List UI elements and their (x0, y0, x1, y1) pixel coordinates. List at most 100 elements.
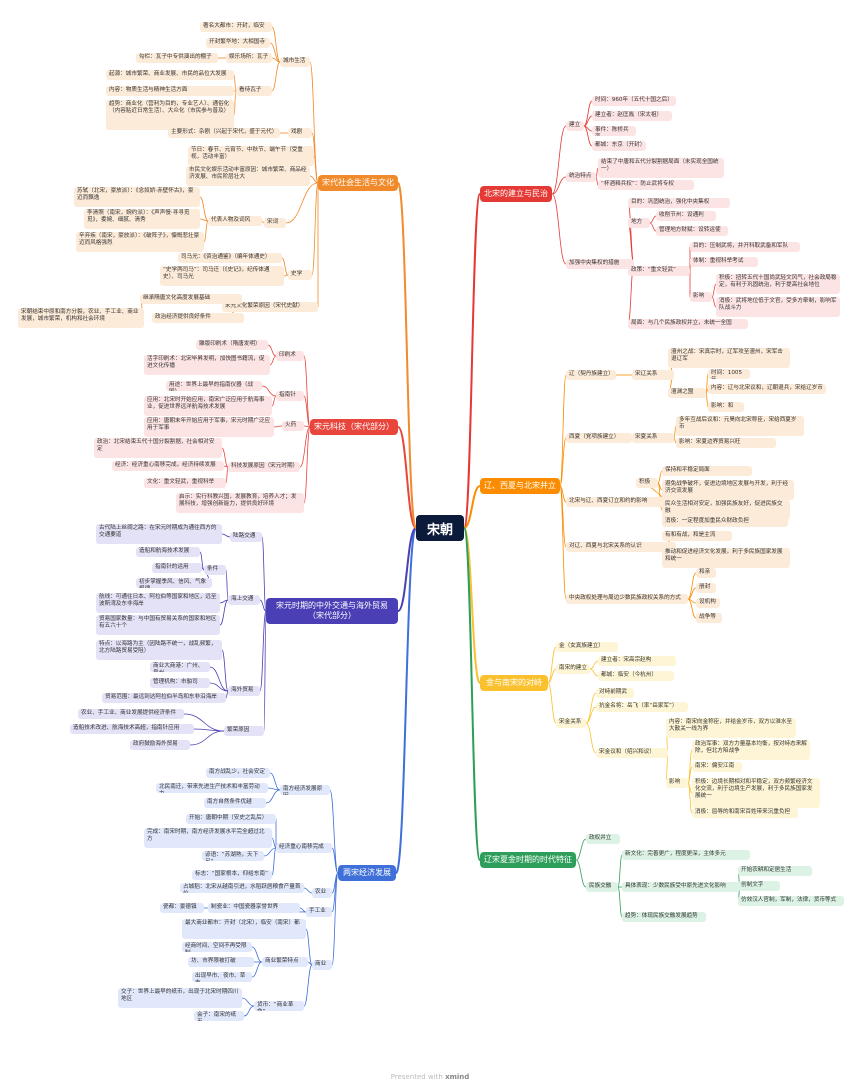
subtopic-b2-2[interactable]: 澶州之战：宋真宗时，辽军攻至澶州，宋军击退辽军 (668, 348, 790, 368)
subtopic-b1-11[interactable]: 收削节州：设通判 (656, 211, 716, 221)
subtopic-b1-16[interactable]: 影响 (690, 292, 712, 302)
subtopic-b8-14[interactable]: 宋词 (264, 218, 286, 228)
subtopic-b5-20[interactable]: 货币：“商业革命” (254, 1001, 304, 1011)
subtopic-b4-2[interactable]: 新文化：完善更广，程度更深，主体多元 (622, 850, 750, 860)
subtopic-b8-10[interactable]: 主要形式：杂剧（兴起于宋代，盛于元代） (168, 128, 280, 138)
subtopic-b1-6[interactable]: 结束了中唐和五代分裂割据局面（未实现全国统一） (598, 158, 724, 178)
subtopic-b6-11[interactable]: 商业大商港：广州、泉州 (150, 662, 210, 672)
subtopic-b3-13[interactable]: 消极：屈辱的和南宋百姓带来沉重负担 (692, 808, 798, 818)
subtopic-b5-16[interactable]: 商业繁荣特点 (262, 957, 308, 967)
subtopic-b5-4[interactable]: 经济重心南移完成 (276, 843, 332, 853)
subtopic-b4-5[interactable]: 创制文字 (738, 881, 780, 891)
subtopic-b2-22[interactable]: 册封 (696, 583, 716, 593)
subtopic-b5-2[interactable]: 北民南迁，带来先进生产技术和丰富劳动力 (156, 783, 268, 793)
subtopic-b2-15[interactable]: 民众生活相对安定，加强民族友好，促进民族交融 (662, 500, 790, 520)
subtopic-b4-6[interactable]: 仿效汉人官制，军制，法律，货币等式 (738, 896, 844, 906)
subtopic-b1-19[interactable]: 局面：与几个民族政权并立，未统一全国 (628, 319, 748, 329)
subtopic-b5-13[interactable]: 制瓷业：中国瓷器享誉世界 (208, 903, 300, 913)
subtopic-b2-10[interactable]: 影响：宋夏边界贸易兴旺 (676, 438, 776, 448)
subtopic-b6-6[interactable]: 初步掌握季风、信风、气象规律 (136, 578, 212, 588)
subtopic-b3-12[interactable]: 积极：边境长期相对和平稳定，双方频繁经济文化交流，利于边境生产发展，利于多民族国… (692, 778, 820, 808)
subtopic-b2-20[interactable]: 中央政权处理与周边少数民族政权关系的方式 (566, 594, 688, 604)
subtopic-b7-11[interactable]: 文化：重文轻武，重视科举 (144, 478, 226, 488)
subtopic-b5-8[interactable]: 标志：“国家根本，仰给东南” (192, 870, 272, 880)
subtopic-b3-6[interactable]: 抗金名将：岳飞（率“岳家军”） (596, 702, 688, 712)
subtopic-b3-10[interactable]: 政治军事：双方力量基本均衡，按对峙态来解除，但北方陷战争 (692, 740, 810, 760)
subtopic-b6-12[interactable]: 管理机构：市舶司 (150, 678, 210, 688)
subtopic-b5-18[interactable]: 坊、市界限被打破 (188, 957, 254, 967)
subtopic-b2-23[interactable]: 设机构 (696, 598, 720, 608)
subtopic-b8-4[interactable]: 勾栏：瓦子中专供演出的棚子 (136, 53, 218, 63)
subtopic-b8-13[interactable]: 市民文化娱乐活动丰富原因：城市繁荣、商品经济发展、市民阶层壮大 (186, 166, 310, 186)
subtopic-b2-21[interactable]: 和亲 (696, 568, 716, 578)
subtopic-b7-8[interactable]: 科技发展原因（宋元时期） (228, 462, 300, 472)
subtopic-b2-12[interactable]: 积极 (636, 478, 658, 488)
subtopic-b7-2[interactable]: 活字印刷术：北宋毕昇发明，加快图书籍流，促进文化传播 (144, 355, 270, 375)
subtopic-b1-12[interactable]: 管理地方财赋：设转运使 (656, 226, 728, 236)
subtopic-b5-15[interactable]: 最大商业都市：开封（北宋），临安（南宋）都 (182, 919, 306, 939)
subtopic-b6-1[interactable]: 古代陆上丝绸之路：在宋元时期成为通往西方的交通要道 (96, 524, 222, 544)
subtopic-b3-5[interactable]: 对峙前期武 (596, 688, 634, 698)
subtopic-b2-4[interactable]: 时间：1005年 (708, 369, 750, 379)
subtopic-b2-1[interactable]: 宋辽关系 (632, 370, 674, 380)
subtopic-b8-22[interactable]: “史学两司马”：司马迁（《史记》，纪传体通史）、司马光 (160, 266, 284, 286)
subtopic-b4-3[interactable]: 具体表现：少数民族受中原先进文化影响 (622, 882, 740, 892)
main-topic-b6[interactable]: 宋元时期的中外交通与海外贸易（宋代部分） (266, 598, 398, 624)
subtopic-b8-24[interactable]: 继承隋唐文化高度发展基础 (140, 294, 242, 304)
subtopic-b1-1[interactable]: 时间：960年（五代十国之后） (592, 96, 676, 106)
subtopic-b1-15[interactable]: 体制：重视科举考试 (690, 257, 758, 267)
subtopic-b8-15[interactable]: 代表人物及词风 (208, 216, 262, 226)
subtopic-b7-4[interactable]: 用途：世界上最早的指南仪器（战国） (166, 381, 262, 391)
subtopic-b8-3[interactable]: 娱乐场所：瓦子 (226, 53, 272, 63)
subtopic-b1-13[interactable]: 政策：“重文轻武” (628, 266, 690, 276)
subtopic-b6-5[interactable]: 指南针的运用 (152, 563, 202, 573)
subtopic-b5-21[interactable]: 交子：世界上最早的纸币，出现于北宋时期四川地区 (118, 988, 242, 1008)
subtopic-b6-2[interactable]: 海上交通 (228, 595, 260, 605)
subtopic-b2-18[interactable]: 有和有战，和是主流 (662, 531, 732, 541)
subtopic-b8-2[interactable]: 开封繁华地：大相国寺 (206, 38, 270, 48)
subtopic-b2-17[interactable]: 对辽、西夏与北宋关系的认识 (566, 542, 676, 552)
subtopic-b3-2[interactable]: 建立者：宋高宗赵构 (598, 656, 676, 666)
subtopic-b2-5[interactable]: 内容：辽与北宋议和，辽朝退兵，宋给辽岁币 (708, 384, 826, 394)
root-topic[interactable]: 宋朝 (416, 515, 464, 541)
subtopic-b6-4[interactable]: 造船和航海技术发展 (136, 547, 200, 557)
subtopic-b2-7[interactable]: 西夏（党项族建立） (566, 433, 632, 443)
subtopic-b5-3[interactable]: 南方自然条件优越 (204, 798, 266, 808)
subtopic-b2-24[interactable]: 战争等 (696, 613, 722, 623)
subtopic-b3-3[interactable]: 都城：临安（今杭州） (598, 671, 674, 681)
subtopic-b6-14[interactable]: 繁荣原因 (224, 726, 264, 736)
subtopic-b2-19[interactable]: 推动和促进经济文化发展，利于多民族国家发展和统一 (662, 548, 790, 568)
subtopic-b8-26[interactable]: 宋朝结束中原和南方分裂，农业、手工业、商业发展，城市繁荣，机构和社会环境 (18, 308, 144, 328)
subtopic-b3-7[interactable]: 宋金议和（绍兴和议） (596, 748, 668, 758)
subtopic-b2-13[interactable]: 保持和平稳定局面 (662, 466, 752, 476)
subtopic-b7-10[interactable]: 经济：经济重心南移完成，经济持续发展 (112, 461, 224, 471)
subtopic-b3-9[interactable]: 影响 (666, 778, 688, 788)
subtopic-b5-9[interactable]: 农业 (312, 888, 332, 898)
subtopic-b8-18[interactable]: 辛弃疾（南宋，豪放派）：《破阵子》，慷慨悲壮豪迈而风格强烈 (76, 232, 204, 252)
subtopic-b5-12[interactable]: 瓷都：景德镇 (160, 903, 204, 913)
subtopic-b6-9[interactable]: 海外贸易 (228, 686, 260, 696)
subtopic-b4-1[interactable]: 民族交融 (586, 882, 618, 892)
subtopic-b8-8[interactable]: 趋势：商业化（营利为目的，专业艺人）、通俗化（内容贴近日常生活）、大众化（市民参… (106, 100, 234, 130)
main-topic-b8[interactable]: 宋代社会生活与文化 (318, 175, 398, 191)
subtopic-b8-5[interactable]: 看待瓦子 (236, 86, 272, 96)
subtopic-b8-0[interactable]: 城市生活 (280, 57, 310, 67)
subtopic-b7-5[interactable]: 应用：北宋时开始应用，南宋广泛应用于航海事业，促进世界远洋航海技术发展 (144, 396, 272, 416)
subtopic-b6-7[interactable]: 航线：可通往日本、阿拉伯等国家和地区，远至波斯湾及东非海岸 (96, 593, 220, 613)
main-topic-b4[interactable]: 辽宋夏金时期的时代特征 (480, 852, 576, 868)
subtopic-b1-5[interactable]: 统治特点 (566, 172, 596, 182)
subtopic-b2-11[interactable]: 北宋与辽、西夏订立和约的影响 (566, 497, 678, 507)
subtopic-b2-6[interactable]: 影响：和 (708, 402, 744, 412)
subtopic-b1-4[interactable]: 都城：东京（开封） (592, 141, 646, 151)
subtopic-b2-0[interactable]: 辽（契丹族建立） (566, 370, 616, 380)
main-topic-b5[interactable]: 两宋经济发展 (338, 865, 396, 881)
subtopic-b7-7[interactable]: 应用：唐朝末年开始应用于军事，宋元时期广泛应用于军事 (144, 417, 274, 437)
subtopic-b3-8[interactable]: 内容：南宋向金称臣，并给金岁币，双方以淮水至大散关一线为界 (666, 718, 796, 738)
subtopic-b5-19[interactable]: 出现早市、夜市、草市 (192, 972, 252, 982)
subtopic-b5-7[interactable]: 谚语：“苏湖熟，天下足” (202, 851, 264, 861)
subtopic-b5-17[interactable]: 经商时间、空间不再受限制 (182, 942, 252, 952)
subtopic-b2-9[interactable]: 多年互战后议和：元昊向北宋称臣，宋给西夏岁币 (676, 416, 804, 436)
subtopic-b5-1[interactable]: 南方战乱少，社会安定 (206, 768, 270, 778)
subtopic-b8-17[interactable]: 李清照（南宋，婉约派）：《声声慢·寻寻觅觅》，委婉、细腻、清秀 (84, 209, 200, 229)
subtopic-b1-17[interactable]: 积极：扭转五代十国尚武轻文风气，社会政局稳定，有利于巩固统治，利于提高社会地位 (716, 274, 840, 294)
